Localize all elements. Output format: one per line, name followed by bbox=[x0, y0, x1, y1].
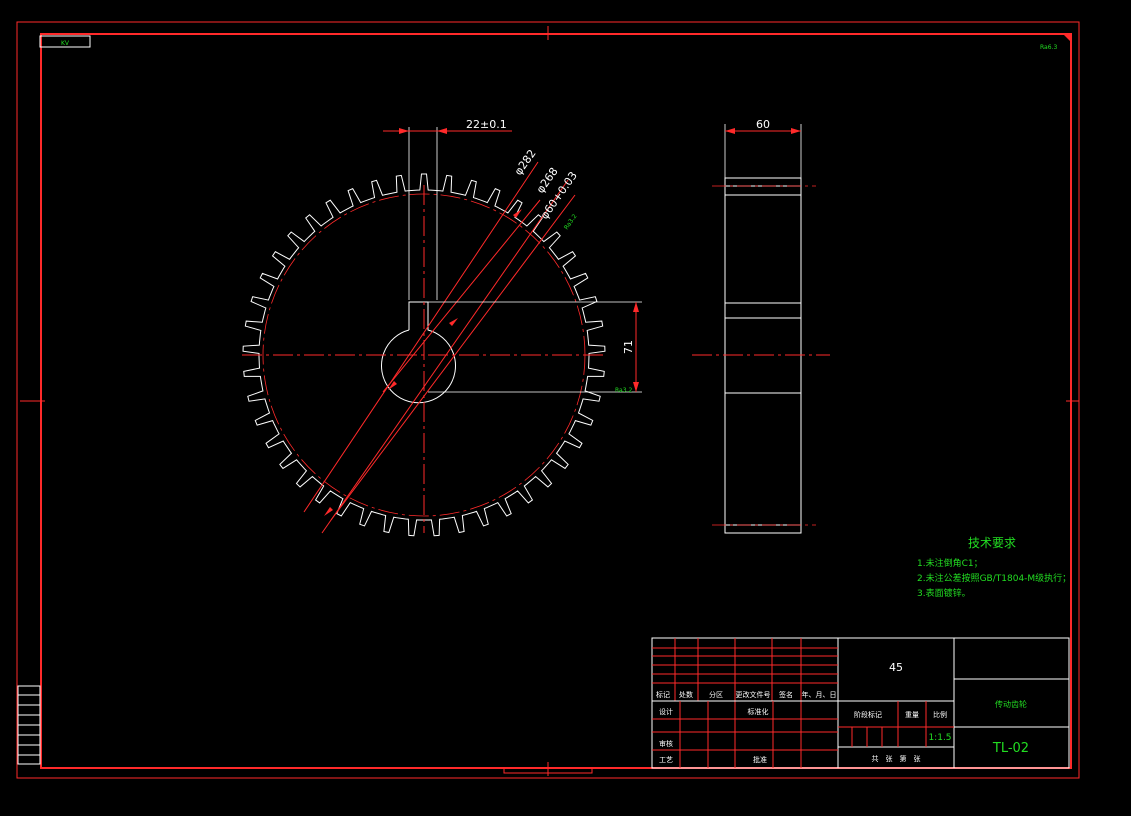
part-name: 传动齿轮 bbox=[995, 699, 1027, 709]
corner-tag-box bbox=[39, 35, 91, 48]
scale-value: 1:1.5 bbox=[928, 733, 951, 743]
diameter-leaders: φ282 φ268 φ60+0.03 Ra3.2 bbox=[303, 147, 580, 534]
role-process: 工艺 bbox=[659, 756, 673, 764]
corner-tag-text: KV bbox=[61, 40, 70, 47]
rev-header-3: 分区 bbox=[709, 690, 723, 699]
rev-header-2: 处数 bbox=[679, 690, 693, 699]
corner-triangle bbox=[1063, 34, 1071, 42]
keyway-depth-dimension: 71 Ra3.2 bbox=[428, 301, 642, 394]
gear-teeth-outline bbox=[242, 173, 606, 537]
tech-title: 技术要求 bbox=[968, 536, 1016, 550]
bottom-scale-bar bbox=[503, 767, 593, 774]
tech-requirements: 技术要求 1.未注倒角C1； 2.未注公差按照GB/T1804-M级执行； 3.… bbox=[917, 536, 1071, 599]
pitch-circle bbox=[262, 193, 586, 517]
role-approve: 批准 bbox=[753, 755, 767, 764]
tip-diameter-label: φ282 bbox=[512, 147, 539, 178]
inner-border bbox=[40, 33, 1072, 769]
role-review: 审核 bbox=[659, 739, 673, 748]
bore-roughness: Ra3.2 bbox=[563, 213, 579, 231]
key-width-label: 22±0.1 bbox=[466, 118, 507, 131]
rev-header-6: 年、月、日 bbox=[802, 690, 837, 699]
top-right-note: Ra6.3 bbox=[1040, 44, 1057, 51]
scale-label: 比例 bbox=[933, 710, 947, 719]
gear-side-section: 60 bbox=[692, 118, 830, 534]
bore-keyway-outline bbox=[381, 301, 456, 404]
outer-border bbox=[16, 21, 1080, 779]
tech-item-3: 3.表面镀锌。 bbox=[917, 587, 971, 599]
rev-header-1: 标记 bbox=[656, 690, 670, 699]
tech-item-1: 1.未注倒角C1； bbox=[917, 557, 983, 569]
key-width-dimension: 22±0.1 bbox=[383, 118, 512, 300]
rev-header-5: 签名 bbox=[779, 690, 793, 699]
face-width-label: 60 bbox=[756, 118, 770, 131]
role-design: 设计 bbox=[659, 707, 673, 716]
keyway-depth-label: 71 bbox=[622, 340, 635, 354]
side-table bbox=[17, 685, 41, 765]
material-label: 45 bbox=[889, 661, 903, 674]
title-block: 45 传动齿轮 TL-02 1:1.5 标记 处数 分区 更改文件号 签名 年、… bbox=[651, 637, 1070, 769]
sheet-label: 共 张 第 张 bbox=[872, 754, 921, 763]
drawing-number: TL-02 bbox=[992, 741, 1029, 756]
section-hatch-lower bbox=[724, 392, 802, 534]
keyway-roughness: Ra3.2 bbox=[615, 387, 632, 394]
gear-front-view bbox=[242, 173, 606, 537]
section-hatch-upper bbox=[724, 194, 802, 304]
role-standard: 标准化 bbox=[748, 707, 769, 716]
stage-label: 阶段标记 bbox=[854, 710, 882, 719]
tech-item-2: 2.未注公差按照GB/T1804-M级执行； bbox=[917, 572, 1071, 584]
rev-header-4: 更改文件号 bbox=[736, 690, 771, 699]
weight-label: 重量 bbox=[905, 711, 919, 719]
